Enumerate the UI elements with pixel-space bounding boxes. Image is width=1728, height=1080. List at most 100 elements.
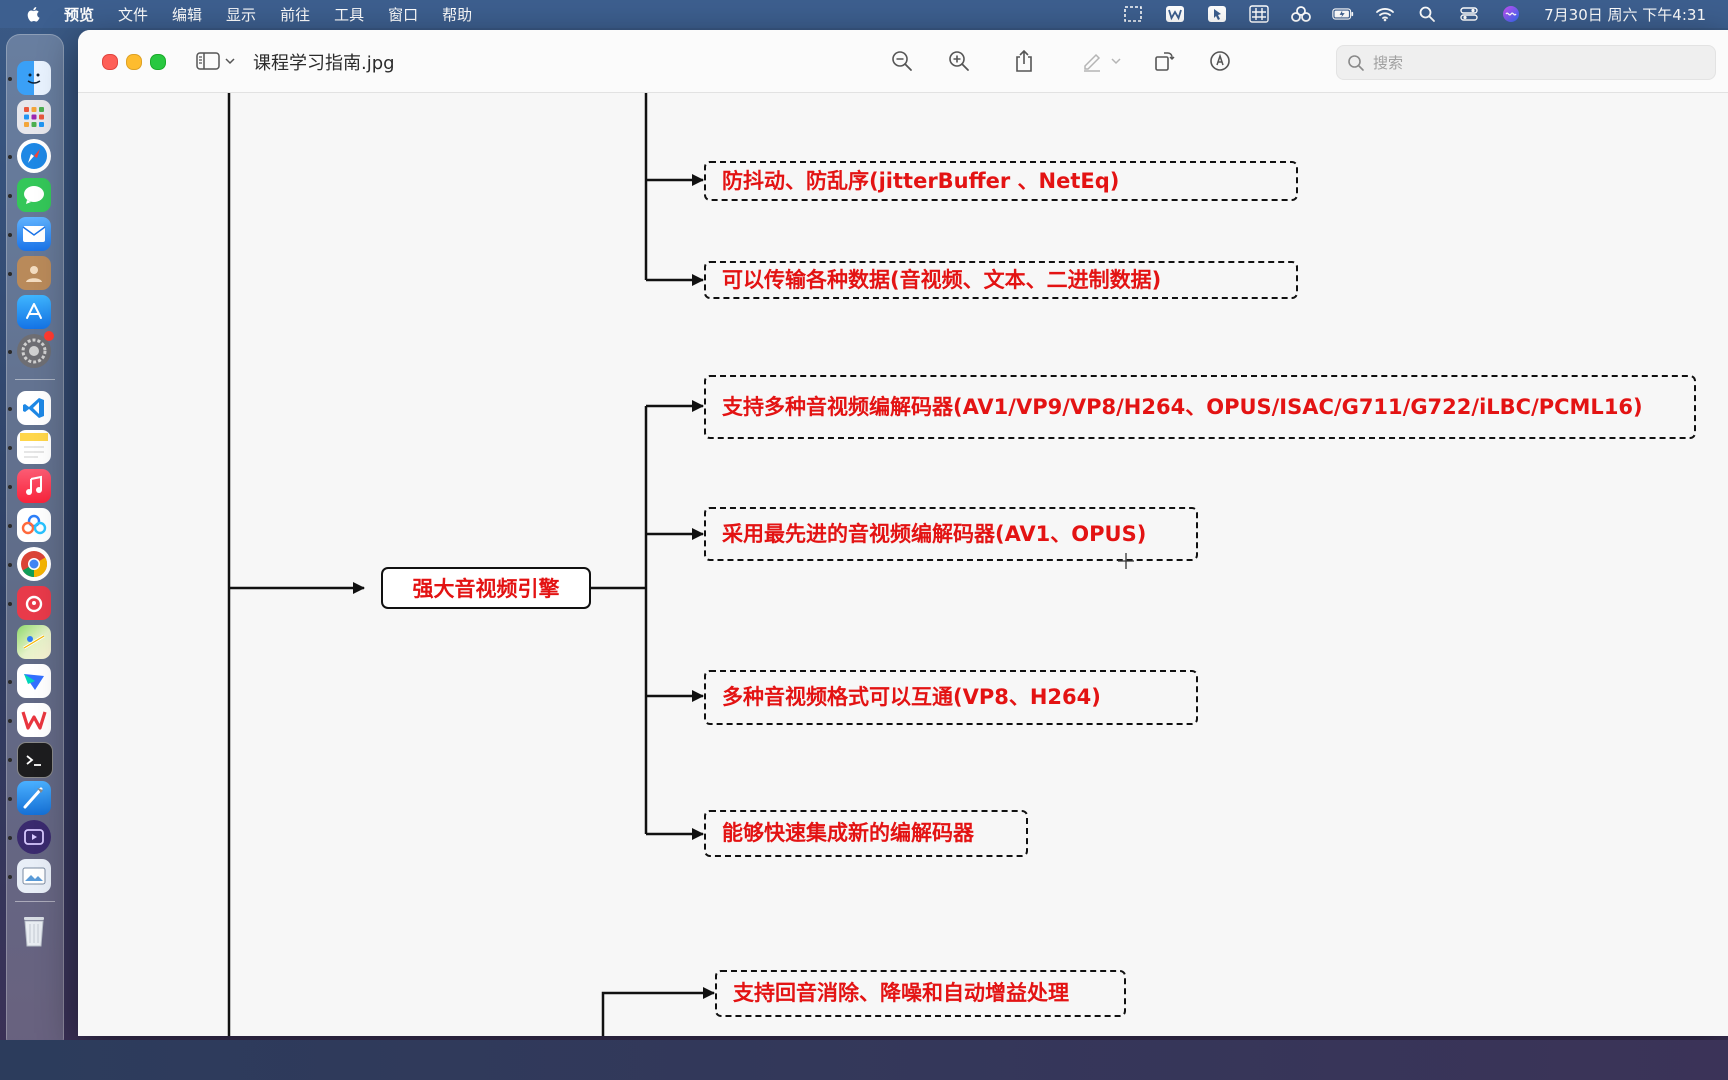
dock-running-indicator bbox=[8, 875, 12, 879]
screenshot-selection-icon[interactable] bbox=[1122, 5, 1144, 23]
node-codec-support: 支持多种音视频编解码器(AV1/VP9/VP8/H264、OPUS/ISAC/G… bbox=[704, 375, 1696, 439]
zoom-out-icon bbox=[892, 51, 912, 71]
image-canvas[interactable]: 防抖动、防乱序(jitterBuffer 、NetEq) 可以传输各种数据(音视… bbox=[78, 93, 1728, 1036]
siri-icon[interactable] bbox=[1500, 5, 1522, 23]
menu-tools[interactable]: 工具 bbox=[334, 5, 365, 24]
dock-separator bbox=[15, 901, 55, 902]
sidebar-icon bbox=[196, 52, 220, 70]
wps-office-icon[interactable] bbox=[17, 703, 51, 737]
dock-running-indicator bbox=[8, 233, 12, 237]
terminal-icon[interactable] bbox=[17, 742, 53, 778]
dock-running-indicator bbox=[8, 680, 12, 684]
menu-file[interactable]: 文件 bbox=[118, 5, 149, 24]
screen-recorder-icon[interactable] bbox=[17, 820, 51, 854]
dock-running-indicator bbox=[8, 836, 12, 840]
menu-app-name[interactable]: 预览 bbox=[64, 5, 95, 24]
dock-running-indicator bbox=[8, 602, 12, 606]
wifi-icon[interactable] bbox=[1374, 5, 1396, 23]
highlight-button[interactable] bbox=[1078, 47, 1106, 75]
grid-hash-icon[interactable] bbox=[1248, 5, 1270, 23]
battery-charging-icon[interactable] bbox=[1332, 5, 1354, 23]
finder-icon[interactable] bbox=[17, 61, 51, 95]
highlight-options-button[interactable] bbox=[1108, 47, 1124, 75]
music-163-icon[interactable] bbox=[17, 586, 51, 620]
baidu-netdisk-icon[interactable] bbox=[17, 508, 51, 542]
dock-running-indicator bbox=[8, 350, 12, 354]
dock-running-indicator bbox=[8, 77, 12, 81]
dock-running-indicator bbox=[8, 758, 12, 762]
chevron-down-icon bbox=[1111, 58, 1121, 65]
apple-logo-icon[interactable] bbox=[26, 6, 42, 22]
search-field[interactable] bbox=[1336, 45, 1716, 80]
desktop-background bbox=[0, 1040, 1728, 1080]
markup-button[interactable] bbox=[1206, 47, 1234, 75]
trash-icon[interactable] bbox=[17, 911, 51, 951]
app-store-icon[interactable] bbox=[17, 295, 51, 329]
mail-icon[interactable] bbox=[17, 217, 51, 251]
connector-lines bbox=[227, 93, 715, 1036]
dock-running-indicator bbox=[8, 407, 12, 411]
dock-running-indicator bbox=[8, 272, 12, 276]
title-bar: 课程学习指南.jpg bbox=[78, 30, 1728, 93]
system-preferences-icon[interactable] bbox=[17, 331, 54, 368]
wps-w-icon[interactable] bbox=[1164, 5, 1186, 23]
close-window-button[interactable] bbox=[102, 54, 118, 70]
launchpad-icon[interactable] bbox=[17, 100, 51, 134]
messages-icon[interactable] bbox=[17, 178, 51, 212]
menu-bar-tray: 7月30日 周六 下午4:31 bbox=[1102, 0, 1706, 28]
dock-running-indicator bbox=[8, 524, 12, 528]
chevron-down-icon bbox=[225, 58, 235, 65]
pointer-app-icon[interactable] bbox=[1206, 5, 1228, 23]
share-button[interactable] bbox=[1010, 47, 1038, 75]
menu-view[interactable]: 显示 bbox=[226, 5, 257, 24]
music-icon[interactable] bbox=[17, 469, 51, 503]
vscode-icon[interactable] bbox=[17, 391, 51, 425]
fullscreen-window-button[interactable] bbox=[150, 54, 166, 70]
search-icon bbox=[1348, 54, 1364, 71]
cloud-sync-icon[interactable] bbox=[1290, 5, 1312, 23]
search-input[interactable] bbox=[1371, 52, 1695, 73]
highlighter-pen-icon bbox=[1084, 53, 1101, 72]
dock-running-indicator bbox=[8, 563, 12, 567]
preview-window: 课程学习指南.jpg bbox=[78, 30, 1728, 1036]
node-echo-cancellation: 支持回音消除、降噪和自动增益处理 bbox=[715, 970, 1126, 1017]
dock bbox=[6, 34, 64, 1052]
node-jitter-buffer: 防抖动、防乱序(jitterBuffer 、NetEq) bbox=[704, 161, 1298, 201]
menu-help[interactable]: 帮助 bbox=[442, 5, 473, 24]
zoom-in-button[interactable] bbox=[945, 47, 973, 75]
dock-running-indicator bbox=[8, 194, 12, 198]
xcode-icon[interactable] bbox=[17, 781, 51, 815]
rotate-button[interactable] bbox=[1150, 47, 1178, 75]
notification-badge bbox=[44, 331, 54, 341]
safari-icon[interactable] bbox=[17, 139, 51, 173]
menu-bar-clock[interactable]: 7月30日 周六 下午4:31 bbox=[1544, 5, 1706, 24]
sidebar-toggle-button[interactable] bbox=[196, 50, 236, 72]
dock-running-indicator bbox=[8, 446, 12, 450]
feishu-icon[interactable] bbox=[17, 664, 51, 698]
chrome-icon[interactable] bbox=[17, 547, 51, 581]
root-node: 强大音视频引擎 bbox=[381, 567, 591, 609]
arrow-node-7 bbox=[601, 987, 715, 1036]
zoom-in-icon bbox=[949, 51, 969, 71]
menu-edit[interactable]: 编辑 bbox=[172, 5, 203, 24]
menu-bar: 预览 文件 编辑 显示 前往 工具 窗口 帮助 bbox=[0, 0, 1728, 28]
markup-pen-icon bbox=[1210, 51, 1230, 71]
control-center-icon[interactable] bbox=[1458, 5, 1480, 23]
contacts-icon[interactable] bbox=[17, 256, 51, 290]
node-format-interop: 多种音视频格式可以互通(VP8、H264) bbox=[704, 670, 1198, 725]
notes-icon[interactable] bbox=[17, 430, 51, 464]
menu-window[interactable]: 窗口 bbox=[388, 5, 419, 24]
dock-running-indicator bbox=[8, 719, 12, 723]
maps-icon[interactable] bbox=[17, 625, 51, 659]
dock-running-indicator bbox=[8, 485, 12, 489]
dock-running-indicator bbox=[8, 797, 12, 801]
node-advanced-codec: 采用最先进的音视频编解码器(AV1、OPUS) bbox=[704, 507, 1198, 561]
menu-go[interactable]: 前往 bbox=[280, 5, 311, 24]
dock-separator bbox=[15, 379, 55, 380]
spotlight-search-icon[interactable] bbox=[1416, 5, 1438, 23]
dock-running-indicator bbox=[8, 155, 12, 159]
rotate-icon bbox=[1155, 52, 1175, 71]
preview-app-icon[interactable] bbox=[17, 859, 51, 893]
minimize-window-button[interactable] bbox=[126, 54, 142, 70]
zoom-out-button[interactable] bbox=[888, 47, 916, 75]
